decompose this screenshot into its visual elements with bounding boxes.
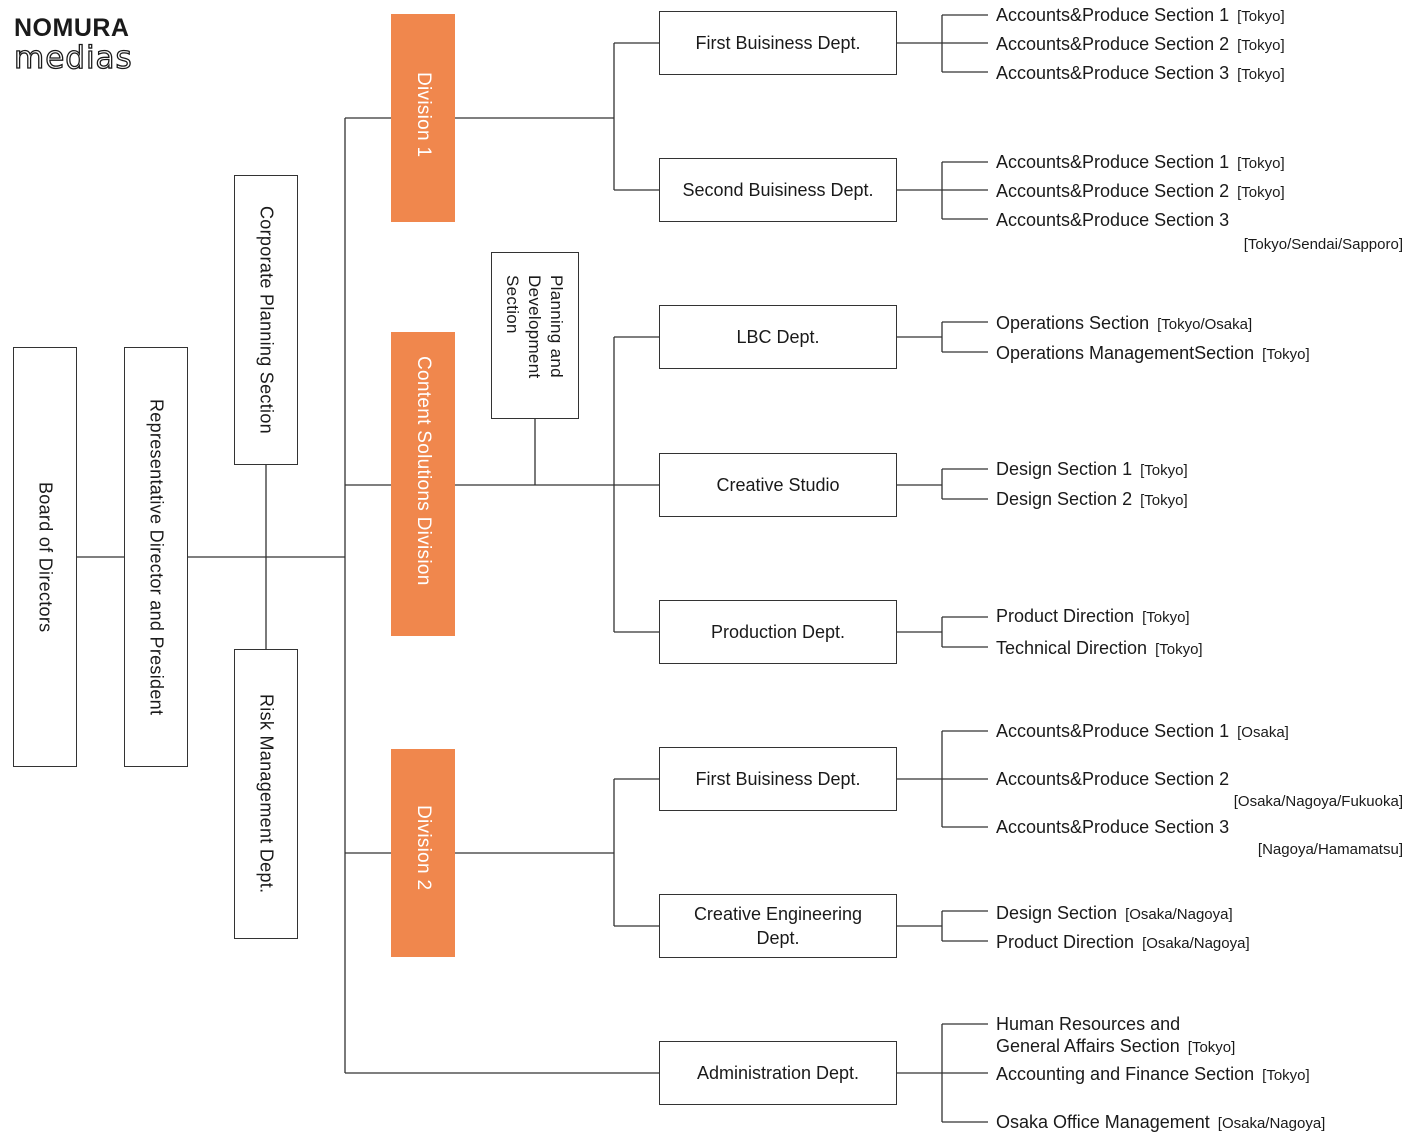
section-location: [Tokyo]	[1262, 346, 1310, 363]
section-location: [Tokyo]	[1237, 184, 1285, 201]
section-item: Accounts&Produce Section 1[Tokyo]	[996, 152, 1285, 172]
dept-label: Creative Engineering Dept.	[693, 904, 863, 948]
section-location: [Tokyo]	[1187, 1039, 1236, 1056]
section-item: Operations Section[Tokyo/Osaka]	[996, 313, 1253, 333]
company-logo: NOMURA medias	[13, 14, 133, 76]
corporate-planning-box: Corporate Planning Section	[234, 175, 298, 465]
lbc-dept: LBC Dept.	[659, 305, 897, 369]
board-of-directors-box: Board of Directors	[13, 347, 77, 767]
section-item: Accounts&Produce Section 3[Tokyo]	[996, 63, 1285, 83]
section-location: [Osaka/Nagoya]	[1142, 935, 1250, 952]
div1-first-business-dept: First Buisiness Dept.	[659, 11, 897, 75]
division-1-box: Division 1	[391, 14, 455, 222]
dept-label: Creative Studio	[716, 475, 840, 495]
dept-label: LBC Dept.	[736, 327, 820, 347]
section-location: [Osaka]	[1237, 724, 1289, 741]
section-item: Accounts&Produce Section 2[Tokyo]	[996, 34, 1285, 54]
section-item: Design Section[Osaka/Nagoya]	[996, 903, 1233, 923]
division-2-label: Division 2	[413, 805, 434, 891]
section-location: [Osaka/Nagoya]	[1125, 906, 1233, 923]
logo-wordmark-bottom: medias	[13, 40, 133, 76]
section-item: Accounting and Finance Section[Tokyo]	[996, 1064, 1310, 1084]
division-1-label: Division 1	[413, 72, 434, 158]
div2-first-business-dept: First Buisiness Dept.	[659, 747, 897, 811]
section-location: [Tokyo/Sendai/Sapporo]	[1243, 236, 1403, 253]
dept-label: Administration Dept.	[696, 1063, 860, 1083]
section-item: Human Resources and	[996, 1014, 1181, 1034]
corporate-planning-label: Corporate Planning Section	[256, 206, 277, 434]
section-item: Accounts&Produce Section 3	[996, 817, 1230, 837]
section-item: General Affairs Section[Tokyo]	[996, 1036, 1236, 1056]
dept-label: Production Dept.	[710, 622, 846, 642]
section-item: Product Direction[Osaka/Nagoya]	[996, 932, 1250, 952]
section-item: Operations ManagementSection[Tokyo]	[996, 343, 1310, 363]
dept-label: Second Buisiness Dept.	[682, 180, 874, 200]
creative-studio-dept: Creative Studio	[659, 453, 897, 517]
president-box: Representative Director and President	[124, 347, 188, 767]
section-location: [Tokyo]	[1262, 1067, 1310, 1084]
logo-wordmark-top: NOMURA	[14, 14, 130, 42]
section-item: Technical Direction[Tokyo]	[996, 638, 1203, 658]
section-item: Accounts&Produce Section 2[Tokyo]	[996, 181, 1285, 201]
section-location: [Tokyo]	[1237, 155, 1285, 172]
dept-label: First Buisiness Dept.	[695, 769, 861, 789]
content-solutions-label: Content Solutions Division	[413, 356, 434, 586]
risk-management-box: Risk Management Dept.	[234, 649, 298, 939]
section-location: [Tokyo]	[1237, 66, 1285, 83]
risk-management-label: Risk Management Dept.	[256, 694, 277, 894]
section-location: [Tokyo]	[1140, 462, 1188, 479]
board-of-directors-label: Board of Directors	[35, 481, 56, 633]
section-location: [Osaka/Nagoya/Fukuoka]	[1233, 793, 1403, 810]
section-item: Accounts&Produce Section 1[Osaka]	[996, 721, 1289, 741]
production-dept: Production Dept.	[659, 600, 897, 664]
section-location: [Tokyo]	[1140, 492, 1188, 509]
section-item: Design Section 2[Tokyo]	[996, 489, 1188, 509]
division-2-box: Division 2	[391, 749, 455, 957]
administration-dept: Administration Dept.	[659, 1041, 897, 1105]
section-item: Accounts&Produce Section 3	[996, 210, 1230, 230]
planning-development-label: Planning and Development Section	[503, 275, 566, 379]
section-location: [Tokyo]	[1237, 37, 1285, 54]
creative-engineering-dept: Creative Engineering Dept.	[659, 894, 897, 958]
section-location: [Tokyo]	[1142, 609, 1190, 626]
dept-label: First Buisiness Dept.	[695, 33, 861, 53]
section-item: Product Direction[Tokyo]	[996, 606, 1190, 626]
planning-development-box: Planning and Development Section	[491, 252, 579, 419]
section-item: Osaka Office Management[Osaka/Nagoya]	[996, 1112, 1326, 1132]
content-solutions-box: Content Solutions Division	[391, 332, 455, 636]
president-label: Representative Director and President	[146, 398, 167, 716]
div1-second-business-dept: Second Buisiness Dept.	[659, 158, 897, 222]
section-location: [Tokyo]	[1155, 641, 1203, 658]
section-location: [Osaka/Nagoya]	[1217, 1115, 1326, 1132]
section-item: Accounts&Produce Section 2	[996, 769, 1230, 789]
section-location: [Tokyo]	[1237, 8, 1285, 25]
section-item: Design Section 1[Tokyo]	[996, 459, 1188, 479]
section-location: [Tokyo/Osaka]	[1157, 316, 1253, 333]
section-item: Accounts&Produce Section 1[Tokyo]	[996, 5, 1285, 25]
section-location: [Nagoya/Hamamatsu]	[1257, 841, 1403, 858]
